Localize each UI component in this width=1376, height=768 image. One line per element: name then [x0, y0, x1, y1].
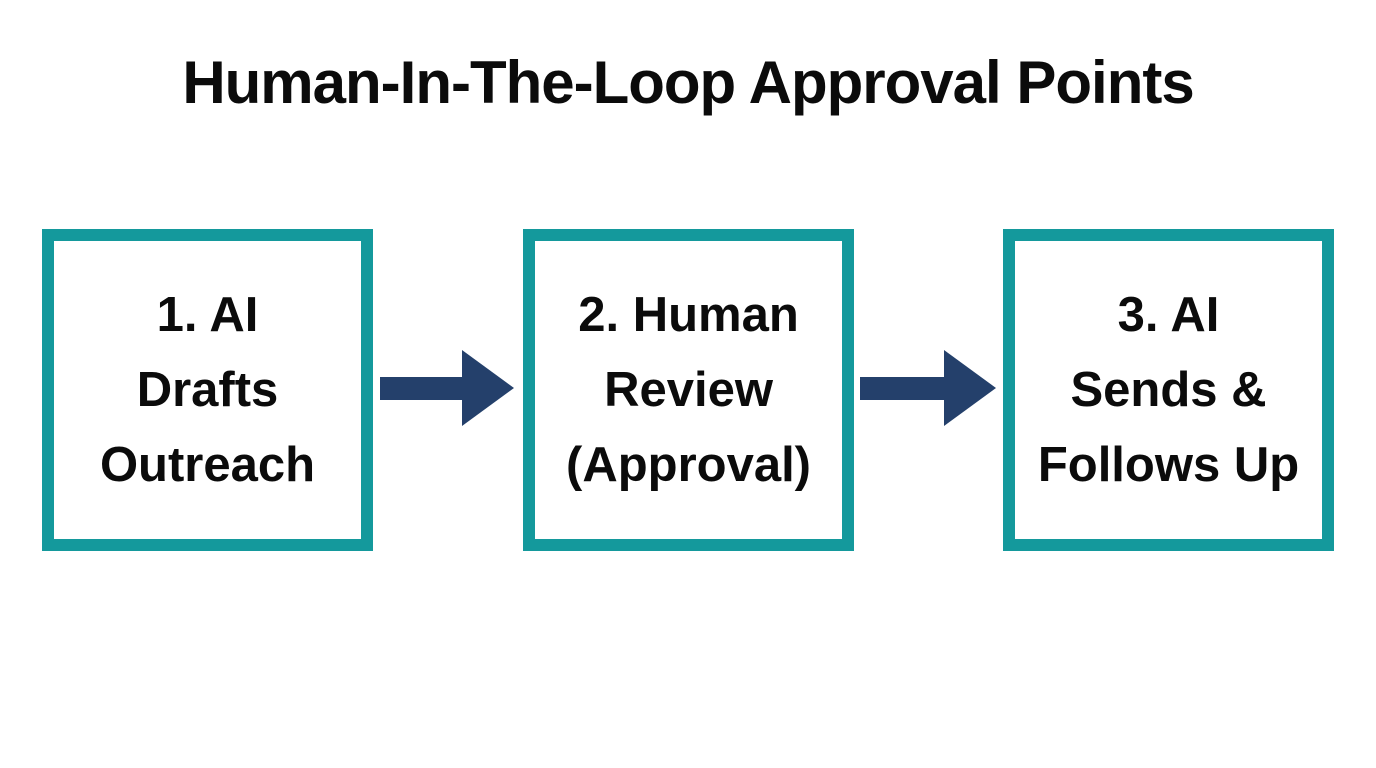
step-box-ai-drafts-outreach: 1. AI Drafts Outreach [42, 229, 373, 551]
arrow-right-icon [860, 350, 996, 426]
page-title: Human-In-The-Loop Approval Points [182, 49, 1194, 116]
arrow-shaft [380, 376, 462, 400]
step-line: Outreach [99, 437, 316, 492]
step-line: Follows Up [1037, 437, 1300, 492]
arrow-right-icon [380, 350, 514, 426]
step-line: 3. AI [1117, 287, 1220, 342]
arrow-head [462, 350, 514, 426]
step-line: (Approval) [566, 437, 811, 492]
arrow-shaft [860, 376, 944, 400]
step-line: Sends & [1070, 362, 1267, 417]
step-line: Drafts [136, 362, 279, 417]
step-box-human-review-approval: 2. Human Review (Approval) [523, 229, 854, 551]
step-box-ai-sends-follows-up: 3. AI Sends & Follows Up [1003, 229, 1334, 551]
step-line: Review [604, 362, 773, 417]
step-line: 2. Human [578, 287, 799, 342]
arrow-head [944, 350, 996, 426]
step-line: 1. AI [156, 287, 259, 342]
